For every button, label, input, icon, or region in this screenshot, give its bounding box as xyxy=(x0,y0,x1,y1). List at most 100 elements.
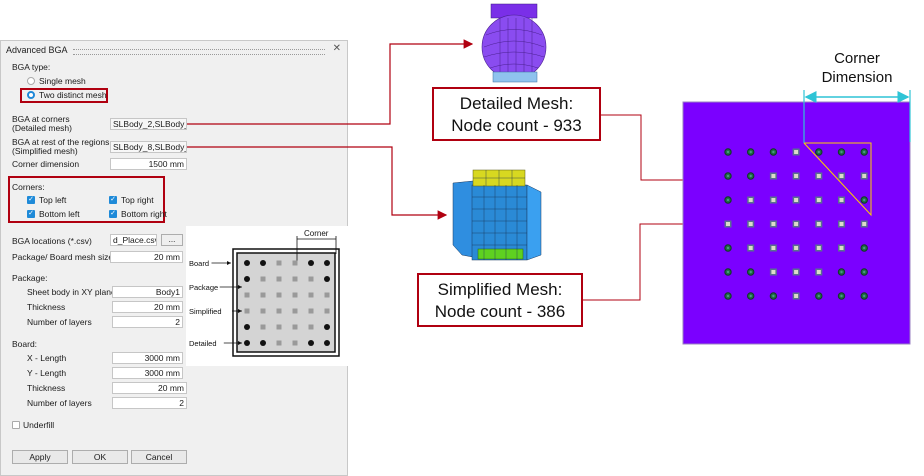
y-length-label: Y - Length xyxy=(27,368,67,378)
simplified-solder-block xyxy=(792,292,800,300)
cancel-button[interactable]: Cancel xyxy=(131,450,187,464)
simplified-callout-line1: Simplified Mesh: xyxy=(437,280,563,299)
legend-label-board: Board xyxy=(189,259,209,268)
bga-rest-label-1: BGA at rest of the regions xyxy=(12,137,110,147)
simplified-ball xyxy=(260,276,266,282)
detailed-ball xyxy=(324,276,330,282)
board-view xyxy=(682,101,911,345)
detailed-ball xyxy=(324,324,330,330)
solder-ball-highlight xyxy=(840,270,843,274)
x-length-field[interactable]: 3000 mm xyxy=(112,352,183,364)
simplified-ball xyxy=(292,260,298,266)
board-outline xyxy=(232,248,340,357)
single-mesh-radio[interactable] xyxy=(27,77,35,85)
solder-ball-highlight xyxy=(749,294,752,298)
browse-button[interactable]: ... xyxy=(161,234,183,246)
detailed-ball xyxy=(260,340,266,346)
simplified-block-face xyxy=(862,174,867,178)
solder-ball-highlight xyxy=(817,294,820,298)
package-thickness-field[interactable]: 20 mm xyxy=(112,301,183,313)
detailed-solder-ball xyxy=(747,148,755,156)
simplified-ball xyxy=(292,324,298,330)
corner-caption-line1: Corner xyxy=(834,50,880,67)
legend-label-simplified: Simplified xyxy=(189,307,222,316)
solder-ball-highlight xyxy=(863,198,866,202)
solder-ball-highlight xyxy=(863,246,866,250)
sheet-body-label: Sheet body in XY plane xyxy=(27,287,116,297)
close-icon[interactable]: ✕ xyxy=(332,43,341,54)
mesh-size-field[interactable]: 20 mm xyxy=(110,251,183,263)
bga-type-label: BGA type: xyxy=(12,62,51,72)
simplified-ball xyxy=(292,308,298,314)
simplified-solder-block xyxy=(792,220,800,228)
simplified-ball xyxy=(308,292,314,298)
legend-pointer-head xyxy=(227,261,231,265)
top-left-checkbox[interactable]: ✓ xyxy=(27,196,35,204)
bga-corners-field[interactable]: SLBody_2,SLBody_3 xyxy=(110,118,187,130)
detailed-ball xyxy=(308,260,314,266)
underfill-checkbox[interactable] xyxy=(12,421,20,429)
bottom-left-label: Bottom left xyxy=(39,209,80,219)
simplified-ball xyxy=(324,292,330,298)
simplified-solder-block xyxy=(815,220,823,228)
simplified-block-face xyxy=(771,246,776,250)
bga-rest-field[interactable]: SLBody_8,SLBody_7 xyxy=(110,141,187,153)
simplified-ball xyxy=(308,324,314,330)
detailed-mesh-callout: Detailed Mesh: Node count - 933 xyxy=(432,87,601,141)
title-bar-grip[interactable] xyxy=(73,49,325,55)
detailed-ball xyxy=(244,324,250,330)
ok-button[interactable]: OK xyxy=(72,450,128,464)
detailed-ball xyxy=(324,260,330,266)
simplified-block-face xyxy=(794,270,799,274)
legend-label-package: Package xyxy=(189,283,218,292)
bga-corners-label-1: BGA at corners xyxy=(12,114,70,124)
sheet-body-field[interactable]: Body1 xyxy=(112,286,183,298)
simplified-ball xyxy=(292,292,298,298)
solder-ball-highlight xyxy=(726,294,730,298)
simplified-block-face xyxy=(794,174,799,178)
simplified-ball xyxy=(276,292,282,298)
package-layers-field[interactable]: 2 xyxy=(112,316,183,328)
simplified-solder-block xyxy=(792,244,800,252)
bottom-right-label: Bottom right xyxy=(121,209,167,219)
bottom-right-checkbox[interactable]: ✓ xyxy=(109,210,117,218)
solder-ball-highlight xyxy=(817,150,820,154)
bottom-left-checkbox[interactable]: ✓ xyxy=(27,210,35,218)
simplified-solder-block xyxy=(838,220,845,228)
solder-ball-highlight xyxy=(863,270,866,274)
simplified-block-face xyxy=(794,222,799,226)
legend-grid xyxy=(244,260,330,346)
simplified-ball xyxy=(260,324,266,330)
simplified-ball xyxy=(292,276,298,282)
simplified-ball xyxy=(260,292,266,298)
solder-ball-highlight xyxy=(772,150,775,154)
simplified-solder-block xyxy=(815,196,823,204)
y-length-field[interactable]: 3000 mm xyxy=(112,367,183,379)
corner-caption-line2: Dimension xyxy=(821,69,893,86)
solder-ball-highlight xyxy=(749,174,752,178)
simplified-solder-block xyxy=(792,148,800,156)
simplified-ball xyxy=(276,324,282,330)
corner-dimension-field[interactable]: 1500 mm xyxy=(110,158,187,170)
package-label: Package: xyxy=(12,273,48,283)
simplified-block-face xyxy=(748,222,753,226)
simplified-block-face xyxy=(839,174,844,178)
simplified-mesh-callout: Simplified Mesh: Node count - 386 xyxy=(417,273,583,327)
simplified-block-face xyxy=(816,246,821,250)
package-thickness-label: Thickness xyxy=(27,302,66,312)
simplified-solder-block xyxy=(838,172,845,180)
two-distinct-mesh-radio[interactable] xyxy=(27,91,35,99)
top-right-checkbox[interactable]: ✓ xyxy=(109,196,117,204)
simplified-solder-block xyxy=(747,244,755,252)
simplified-ball xyxy=(260,308,266,314)
detailed-callout-line1: Detailed Mesh: xyxy=(459,94,574,113)
board-layers-field[interactable]: 2 xyxy=(112,397,187,409)
detailed-ball xyxy=(260,260,266,266)
apply-button[interactable]: Apply xyxy=(12,450,68,464)
simplified-solder-block xyxy=(792,196,800,204)
simplified-block-face xyxy=(839,222,844,226)
bga-locations-field[interactable]: d_Place.csv xyxy=(110,234,157,246)
board-thickness-field[interactable]: 20 mm xyxy=(112,382,187,394)
simplified-block-face xyxy=(794,150,799,154)
board-ball-grid xyxy=(724,148,868,300)
